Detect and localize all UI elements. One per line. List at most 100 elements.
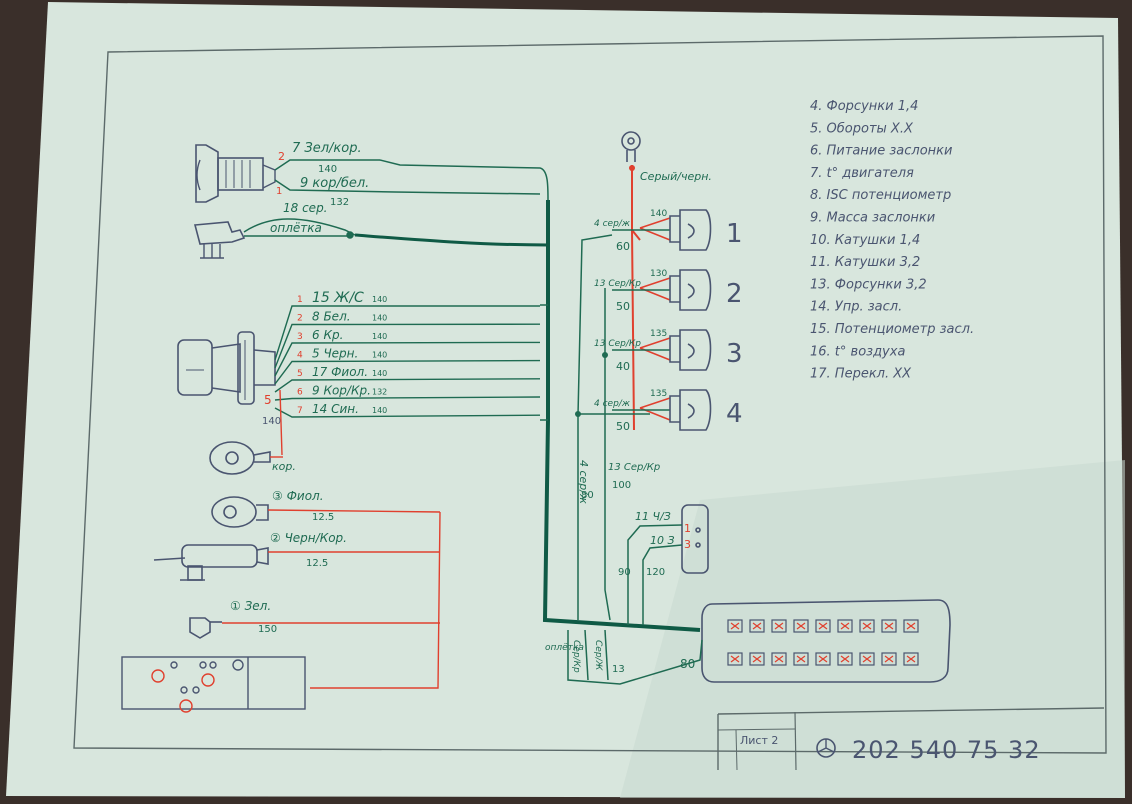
throttle-pin-number: 6 [297, 388, 303, 398]
top-wire1-label: 7 Зел/кор. [292, 141, 362, 156]
title-block: Лист 2 202 540 75 32 [717, 707, 1105, 771]
throttle-wire [274, 341, 541, 377]
top-wire2-label: 9 кор/бел. [300, 176, 369, 191]
throttle-pin5-size: 140 [262, 416, 281, 427]
throttle-wire [274, 378, 541, 393]
ecu-loom-3: Сер/Ж [593, 640, 603, 671]
coil-bundles [577, 234, 650, 621]
ecu-pin-mark [884, 655, 894, 663]
legend-list: 4. Форсунки 1,45. Обороты Х.Х6. Питание … [810, 99, 974, 382]
coil-body [669, 329, 712, 371]
ecu-pin [793, 652, 809, 666]
logo-star [817, 739, 835, 753]
coil-size-top: 135 [650, 389, 667, 399]
ecu-loom [567, 629, 703, 685]
ecu-pin [815, 652, 831, 666]
coil-size-top: 140 [650, 209, 667, 219]
top-wires [274, 159, 549, 201]
legend-item: 7. t° двигателя [810, 166, 914, 181]
ecu-pin [859, 619, 875, 633]
idle-switch-sensor [153, 544, 269, 581]
ecu-pin-mark [730, 655, 740, 663]
legend-item: 9. Масса заслонки [810, 211, 935, 226]
ecu-pin-mark [752, 655, 762, 663]
coil-size-bottom: 50 [616, 420, 630, 433]
ecu-pin-mark [818, 655, 828, 663]
ecu-pin [815, 619, 831, 633]
ecu-pin-mark [884, 622, 894, 630]
ecu-pin [881, 619, 897, 633]
shield-wires [243, 218, 356, 239]
legend-item: 17. Перекл. ХХ [810, 367, 912, 382]
top-wire3-label: 18 сер. [283, 201, 328, 215]
coil-body [669, 209, 712, 251]
shielded-sensor [193, 221, 246, 259]
ecu-pin [727, 619, 743, 633]
small-size2: 120 [646, 567, 665, 578]
ecu-loom-1: оплётка [545, 643, 584, 653]
bundle2-label: 13 Сер/Кр [608, 462, 660, 473]
coil-wire-label: 4 сер/ж [594, 219, 631, 229]
throttle-wire-label: 5 Черн. [312, 347, 358, 361]
sensor2-label: ② Черн/Кор. [270, 531, 347, 545]
ecu-pin [859, 652, 875, 666]
ecu-pin-mark [818, 622, 828, 630]
relay-block [121, 656, 306, 710]
ecu-pin-mark [796, 655, 806, 663]
ecu-pin [727, 652, 743, 666]
ecu-pin [881, 652, 897, 666]
ecu-pin-mark [862, 655, 872, 663]
legend-item: 10. Катушки 1,4 [810, 233, 920, 248]
sensor1-size: 150 [258, 624, 277, 635]
small-pin3: 3 [684, 538, 691, 551]
ecu-pin [837, 619, 853, 633]
coil-node-1 [575, 411, 581, 417]
air-temp-sensor [211, 496, 269, 528]
throttle-wire-size: 140 [372, 351, 387, 360]
coil-size-bottom: 60 [616, 240, 630, 253]
throttle-pin-number: 7 [297, 406, 303, 416]
throttle-pin-number: 2 [297, 314, 303, 324]
bundle1-size: 80 [581, 490, 594, 501]
sensor2-size: 12.5 [306, 558, 328, 569]
legend-item: 13. Форсунки 3,2 [810, 277, 927, 292]
coil-wire-label: 4 сер/ж [594, 399, 631, 409]
coil-body [669, 269, 712, 311]
ecu-loom-size: 13 [612, 664, 625, 675]
bundle1-label: 4 сер/ж [577, 460, 590, 504]
top-connector [195, 144, 276, 203]
drawing-frame [73, 35, 1107, 754]
throttle-wire-size: 140 [372, 369, 387, 378]
main-harness-trunk [354, 200, 701, 632]
ecu-loom-2: Сер/Кр [571, 640, 581, 673]
coil-wire-label: 13 Сер/Кр [594, 339, 641, 349]
sensor3-label: ③ Фиол. [272, 489, 324, 503]
part-number: 202 540 75 32 [852, 736, 1041, 764]
ecu-pin [749, 652, 765, 666]
top-wire2-size: 132 [330, 197, 349, 208]
throttle-wire-label: 9 Кор/Кр. [312, 384, 371, 398]
top-wire1-size: 140 [318, 164, 337, 175]
coil-size-bottom: 40 [616, 360, 630, 373]
throttle-wire-join [540, 304, 548, 421]
coil-size-top: 135 [650, 329, 667, 339]
throttle-pin-number: 5 [297, 369, 303, 379]
ecu-pin [749, 619, 765, 633]
coil-number: 3 [726, 339, 743, 369]
ecu-pin-mark [840, 655, 850, 663]
coil-number: 2 [726, 279, 743, 309]
small-size1: 90 [618, 567, 631, 578]
legend-item: 6. Питание заслонки [810, 144, 952, 159]
coil-size-bottom: 50 [616, 300, 630, 313]
ecu-pin [903, 652, 919, 666]
throttle-pin-number: 1 [297, 295, 303, 305]
throttle-wire-size: 140 [372, 332, 387, 341]
throttle-wire [274, 323, 541, 369]
small-pin1: 1 [684, 522, 691, 535]
coolant-wire-label: кор. [272, 460, 296, 473]
ecu-pin-mark [774, 622, 784, 630]
ecu-pin [903, 619, 919, 633]
throttle-wire-size: 132 [372, 388, 387, 397]
